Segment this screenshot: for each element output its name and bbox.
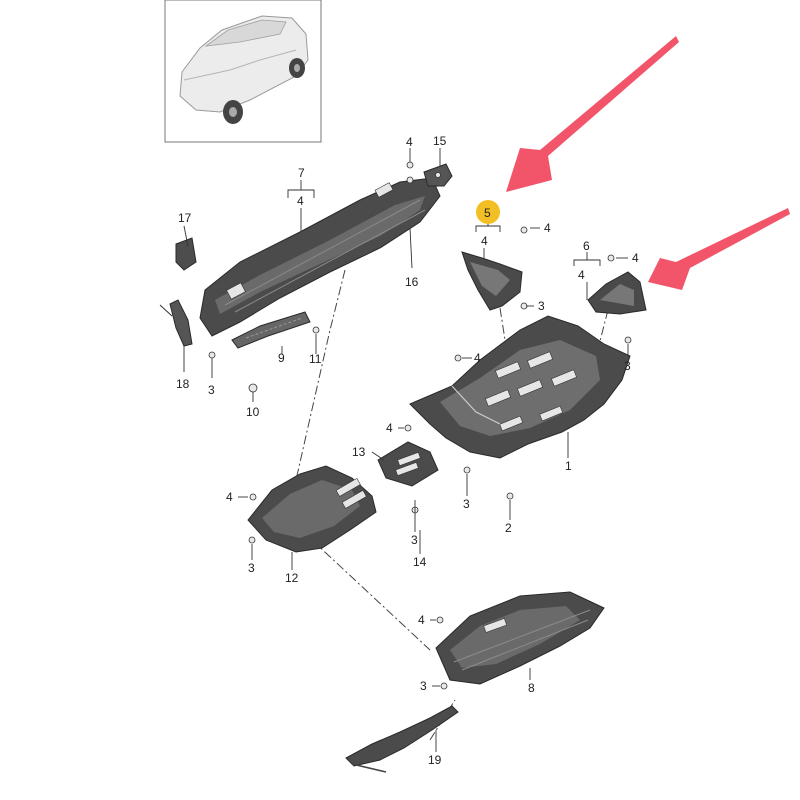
fastener-icon bbox=[607, 254, 615, 262]
callout-4: 4 bbox=[226, 490, 233, 504]
callout-3: 3 bbox=[208, 383, 215, 397]
callout-4: 4 bbox=[578, 268, 585, 282]
fastener-icon bbox=[406, 161, 414, 169]
callout-labels: 7 4 4 15 17 16 5 4 4 3 6 4 4 3 4 18 3 9 … bbox=[176, 134, 639, 767]
fastener-icon bbox=[404, 424, 412, 432]
fastener-icon bbox=[454, 354, 462, 362]
callout-2: 2 bbox=[505, 521, 512, 535]
callout-17: 17 bbox=[178, 211, 192, 225]
part-7-tunnel-panel bbox=[199, 177, 441, 337]
part-15-bracket bbox=[423, 163, 453, 187]
fastener-icon bbox=[406, 176, 414, 184]
leader-lines bbox=[183, 148, 629, 752]
part-12-rear-panel bbox=[247, 465, 377, 553]
callout-8: 8 bbox=[528, 681, 535, 695]
callout-12: 12 bbox=[285, 571, 299, 585]
callout-4: 4 bbox=[297, 194, 304, 208]
part-5-side-bracket bbox=[461, 251, 523, 311]
arrow-icon bbox=[648, 208, 790, 290]
fastener-icon bbox=[436, 616, 444, 624]
part-8-lower-panel bbox=[435, 591, 605, 685]
callout-6: 6 bbox=[583, 239, 590, 253]
callout-5: 5 bbox=[484, 206, 491, 220]
fastener-icon bbox=[463, 466, 471, 474]
fastener-icon bbox=[624, 336, 632, 344]
part-13-plate bbox=[377, 441, 439, 487]
callout-11: 11 bbox=[309, 352, 322, 366]
part-1-main-underbody-panel bbox=[409, 315, 631, 459]
callout-4: 4 bbox=[386, 421, 393, 435]
callout-1: 1 bbox=[565, 459, 572, 473]
callout-3: 3 bbox=[624, 359, 631, 373]
callout-3: 3 bbox=[538, 299, 545, 313]
callout-9: 9 bbox=[278, 351, 285, 365]
callout-4: 4 bbox=[406, 135, 413, 149]
callout-3: 3 bbox=[411, 533, 418, 547]
callout-3: 3 bbox=[248, 561, 255, 575]
callout-3: 3 bbox=[420, 679, 427, 693]
part-6-side-bracket bbox=[587, 271, 647, 315]
callout-14: 14 bbox=[413, 555, 427, 569]
fastener-icon bbox=[520, 226, 528, 234]
part-18-bracket bbox=[159, 299, 193, 347]
part-17-bracket bbox=[175, 237, 197, 271]
fastener-icon bbox=[312, 326, 320, 334]
callout-19: 19 bbox=[428, 753, 442, 767]
callout-15: 15 bbox=[433, 134, 447, 148]
callout-18: 18 bbox=[176, 377, 190, 391]
car-body-icon bbox=[179, 15, 309, 113]
red-pointer-arrows bbox=[506, 36, 790, 290]
highlight-marker bbox=[476, 200, 500, 224]
fastener-icon bbox=[248, 383, 258, 393]
callout-4: 4 bbox=[544, 221, 551, 235]
callout-16: 16 bbox=[405, 275, 419, 289]
fastener-icon bbox=[440, 682, 448, 690]
fastener-icon bbox=[208, 351, 216, 359]
callout-13: 13 bbox=[352, 445, 366, 459]
fastener-icon bbox=[248, 536, 256, 544]
fastener-icon bbox=[249, 493, 257, 501]
fastener-icon bbox=[506, 492, 514, 500]
callout-4: 4 bbox=[474, 351, 481, 365]
arrow-icon bbox=[506, 36, 679, 192]
callout-4: 4 bbox=[418, 613, 425, 627]
callout-4: 4 bbox=[632, 251, 639, 265]
callout-3: 3 bbox=[463, 497, 470, 511]
part-19-trim-strip bbox=[345, 705, 459, 773]
callout-7: 7 bbox=[298, 166, 305, 180]
callout-4: 4 bbox=[481, 234, 488, 248]
vent-slots bbox=[484, 351, 578, 432]
callout-10: 10 bbox=[246, 405, 260, 419]
vehicle-thumbnail bbox=[164, 0, 322, 143]
part-9-strip bbox=[231, 311, 311, 349]
